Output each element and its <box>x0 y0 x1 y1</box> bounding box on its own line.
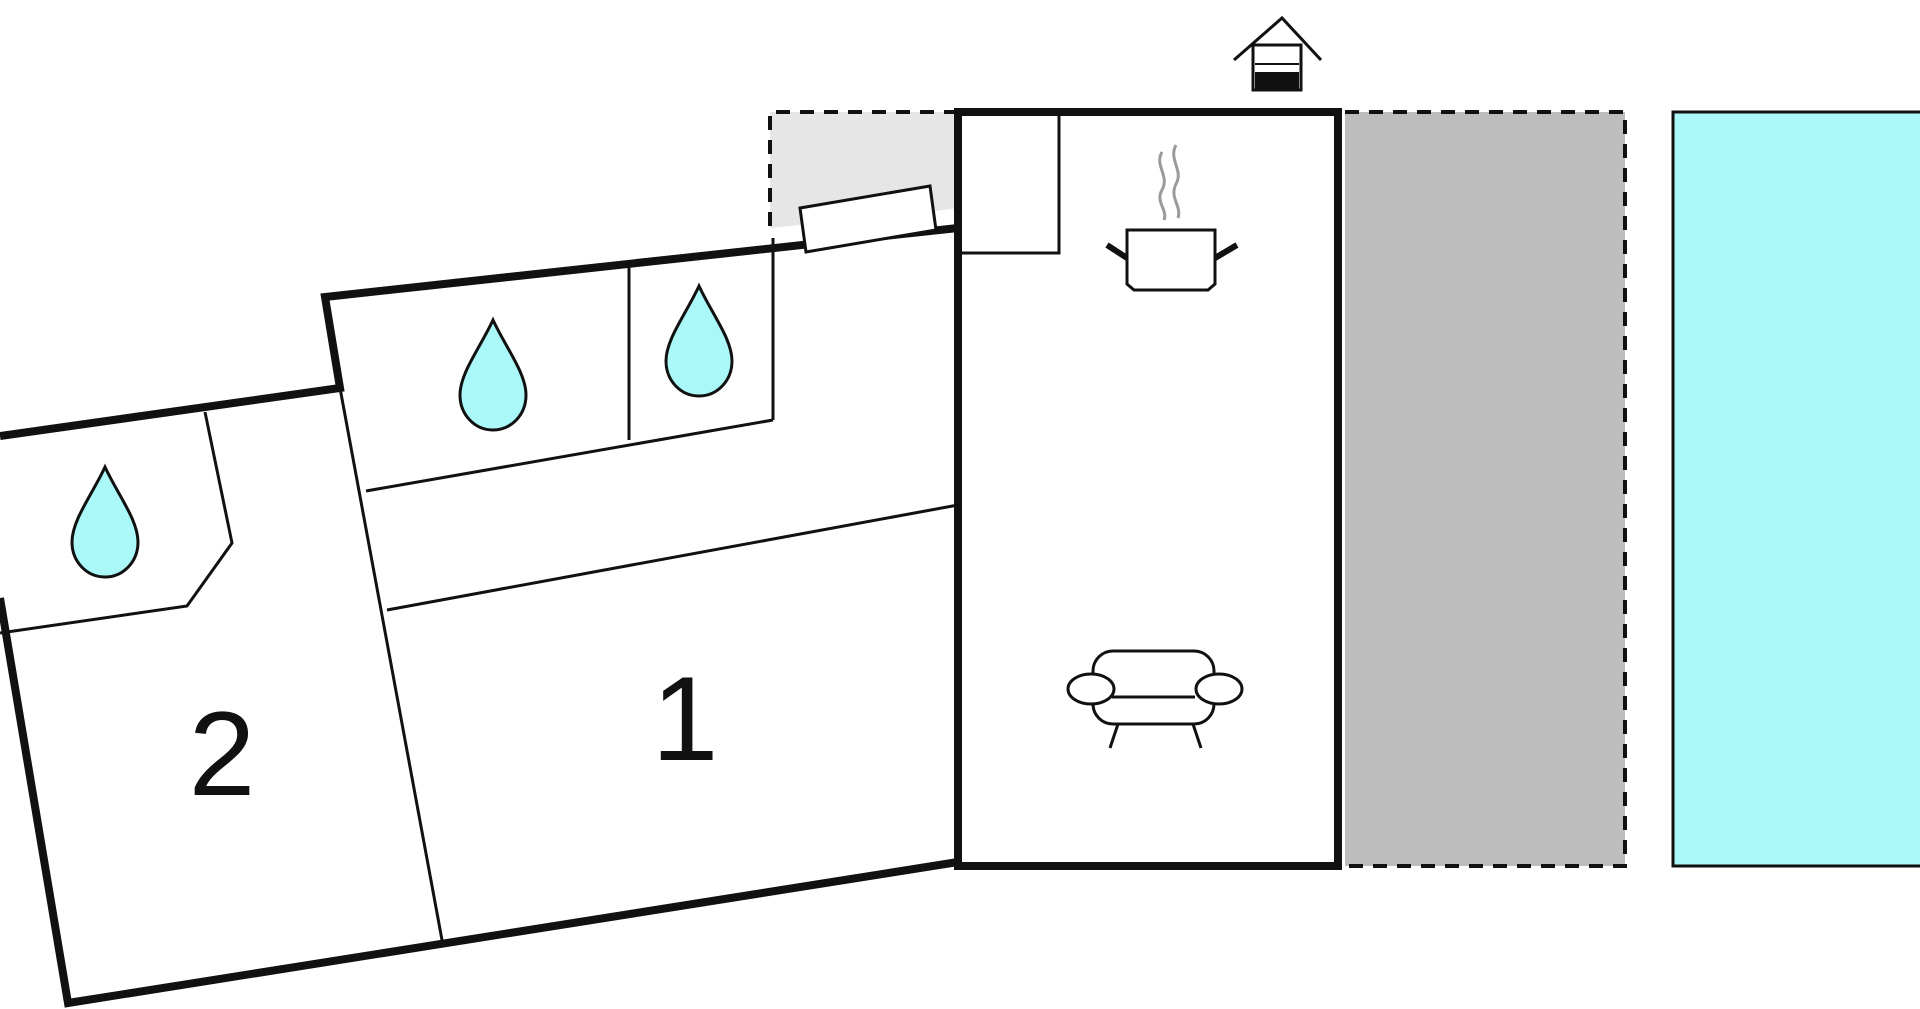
living-block-closet <box>958 112 1061 255</box>
window-frame <box>798 184 938 254</box>
sofa-icon <box>1066 649 1244 749</box>
left-wing-walls <box>0 224 959 1008</box>
water-drop-icon <box>70 463 140 579</box>
water-drop-icon <box>458 316 528 432</box>
terrace <box>1345 112 1625 866</box>
covered-area-dashed-border <box>768 110 958 228</box>
room-number-2: 2 <box>189 687 256 821</box>
living-block <box>954 108 1342 870</box>
entrance-house-icon <box>1233 15 1323 92</box>
cooking-pot-icon <box>1105 144 1239 292</box>
terrace-dashed-border <box>1345 110 1627 868</box>
water-drop-icon <box>664 282 734 398</box>
pool <box>1671 110 1920 868</box>
interior-walls <box>0 238 959 941</box>
room-number-1: 1 <box>652 652 719 786</box>
